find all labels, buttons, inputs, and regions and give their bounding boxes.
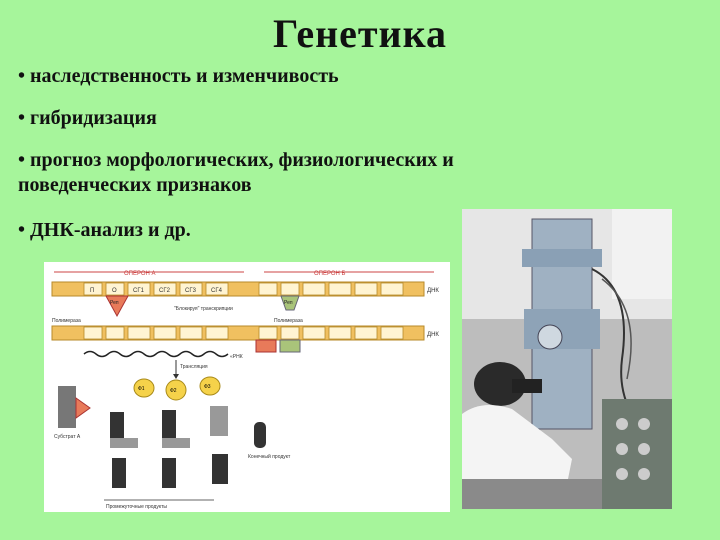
microscope-photo-svg	[462, 209, 672, 509]
dna-label-bottom: ДНК	[427, 332, 439, 338]
gene-sg4: СГ4	[211, 288, 223, 294]
operon-diagram-svg: ОПЕРОН А ОПЕРОН Б П О СГ1 СГ2 СГ3 СГ4 ДН…	[51, 271, 439, 510]
gene-o: О	[112, 288, 117, 294]
substrate-block	[58, 386, 76, 428]
operon-a-label: ОПЕРОН А	[124, 271, 156, 277]
mrna-wave	[83, 350, 229, 358]
microscope-photo	[462, 209, 672, 509]
bullet-forecast: • прогноз морфологических, физиологическ…	[18, 149, 454, 196]
final-product-icon	[254, 422, 266, 448]
translation-label: Трансляция	[180, 364, 208, 370]
operon-b-label: ОПЕРОН Б	[314, 271, 346, 277]
bullet-dna-analysis: • ДНК-анализ и др.	[18, 219, 191, 241]
repressor-red	[105, 295, 129, 318]
enzyme-f3-label: Ф3	[204, 384, 211, 390]
bullet-heredity: • наследственность и изменчивость	[18, 65, 339, 87]
repressor-green-label: Реп	[284, 300, 293, 306]
slide-title: Генетика	[272, 11, 448, 56]
final-product-label: Конечный продукт	[248, 453, 291, 460]
repressor-green	[280, 295, 300, 311]
rna-label: «РНК	[230, 354, 243, 360]
gene-sg1: СГ1	[133, 288, 145, 294]
bullet-hybridization: • гибридизация	[18, 107, 157, 129]
gene-sg3: СГ3	[185, 288, 197, 294]
enzyme-f2-icon	[165, 379, 187, 401]
dna-label-top: ДНК	[427, 288, 439, 294]
polymerase-label: Полимераза	[52, 318, 81, 324]
gene-sg2: СГ2	[159, 288, 171, 294]
enzyme-f1-icon	[133, 378, 155, 398]
enzyme-f1-label: Ф1	[138, 386, 145, 392]
blocked-label: "Блокируя" транскрипции	[174, 306, 233, 312]
enzyme-f2-label: Ф2	[170, 388, 177, 394]
gene-p: П	[90, 288, 94, 294]
polymerase-label-b: Полимераза	[274, 318, 303, 324]
enzyme-f3-icon	[199, 376, 221, 396]
repressor-red-label: Реп	[110, 300, 119, 306]
substrate-label: Субстрат А	[54, 434, 81, 440]
intermediate-label: Промежуточные продукты	[106, 504, 167, 510]
operon-diagram: ОПЕРОН А ОПЕРОН Б П О СГ1 СГ2 СГ3 СГ4 ДН…	[44, 262, 450, 512]
